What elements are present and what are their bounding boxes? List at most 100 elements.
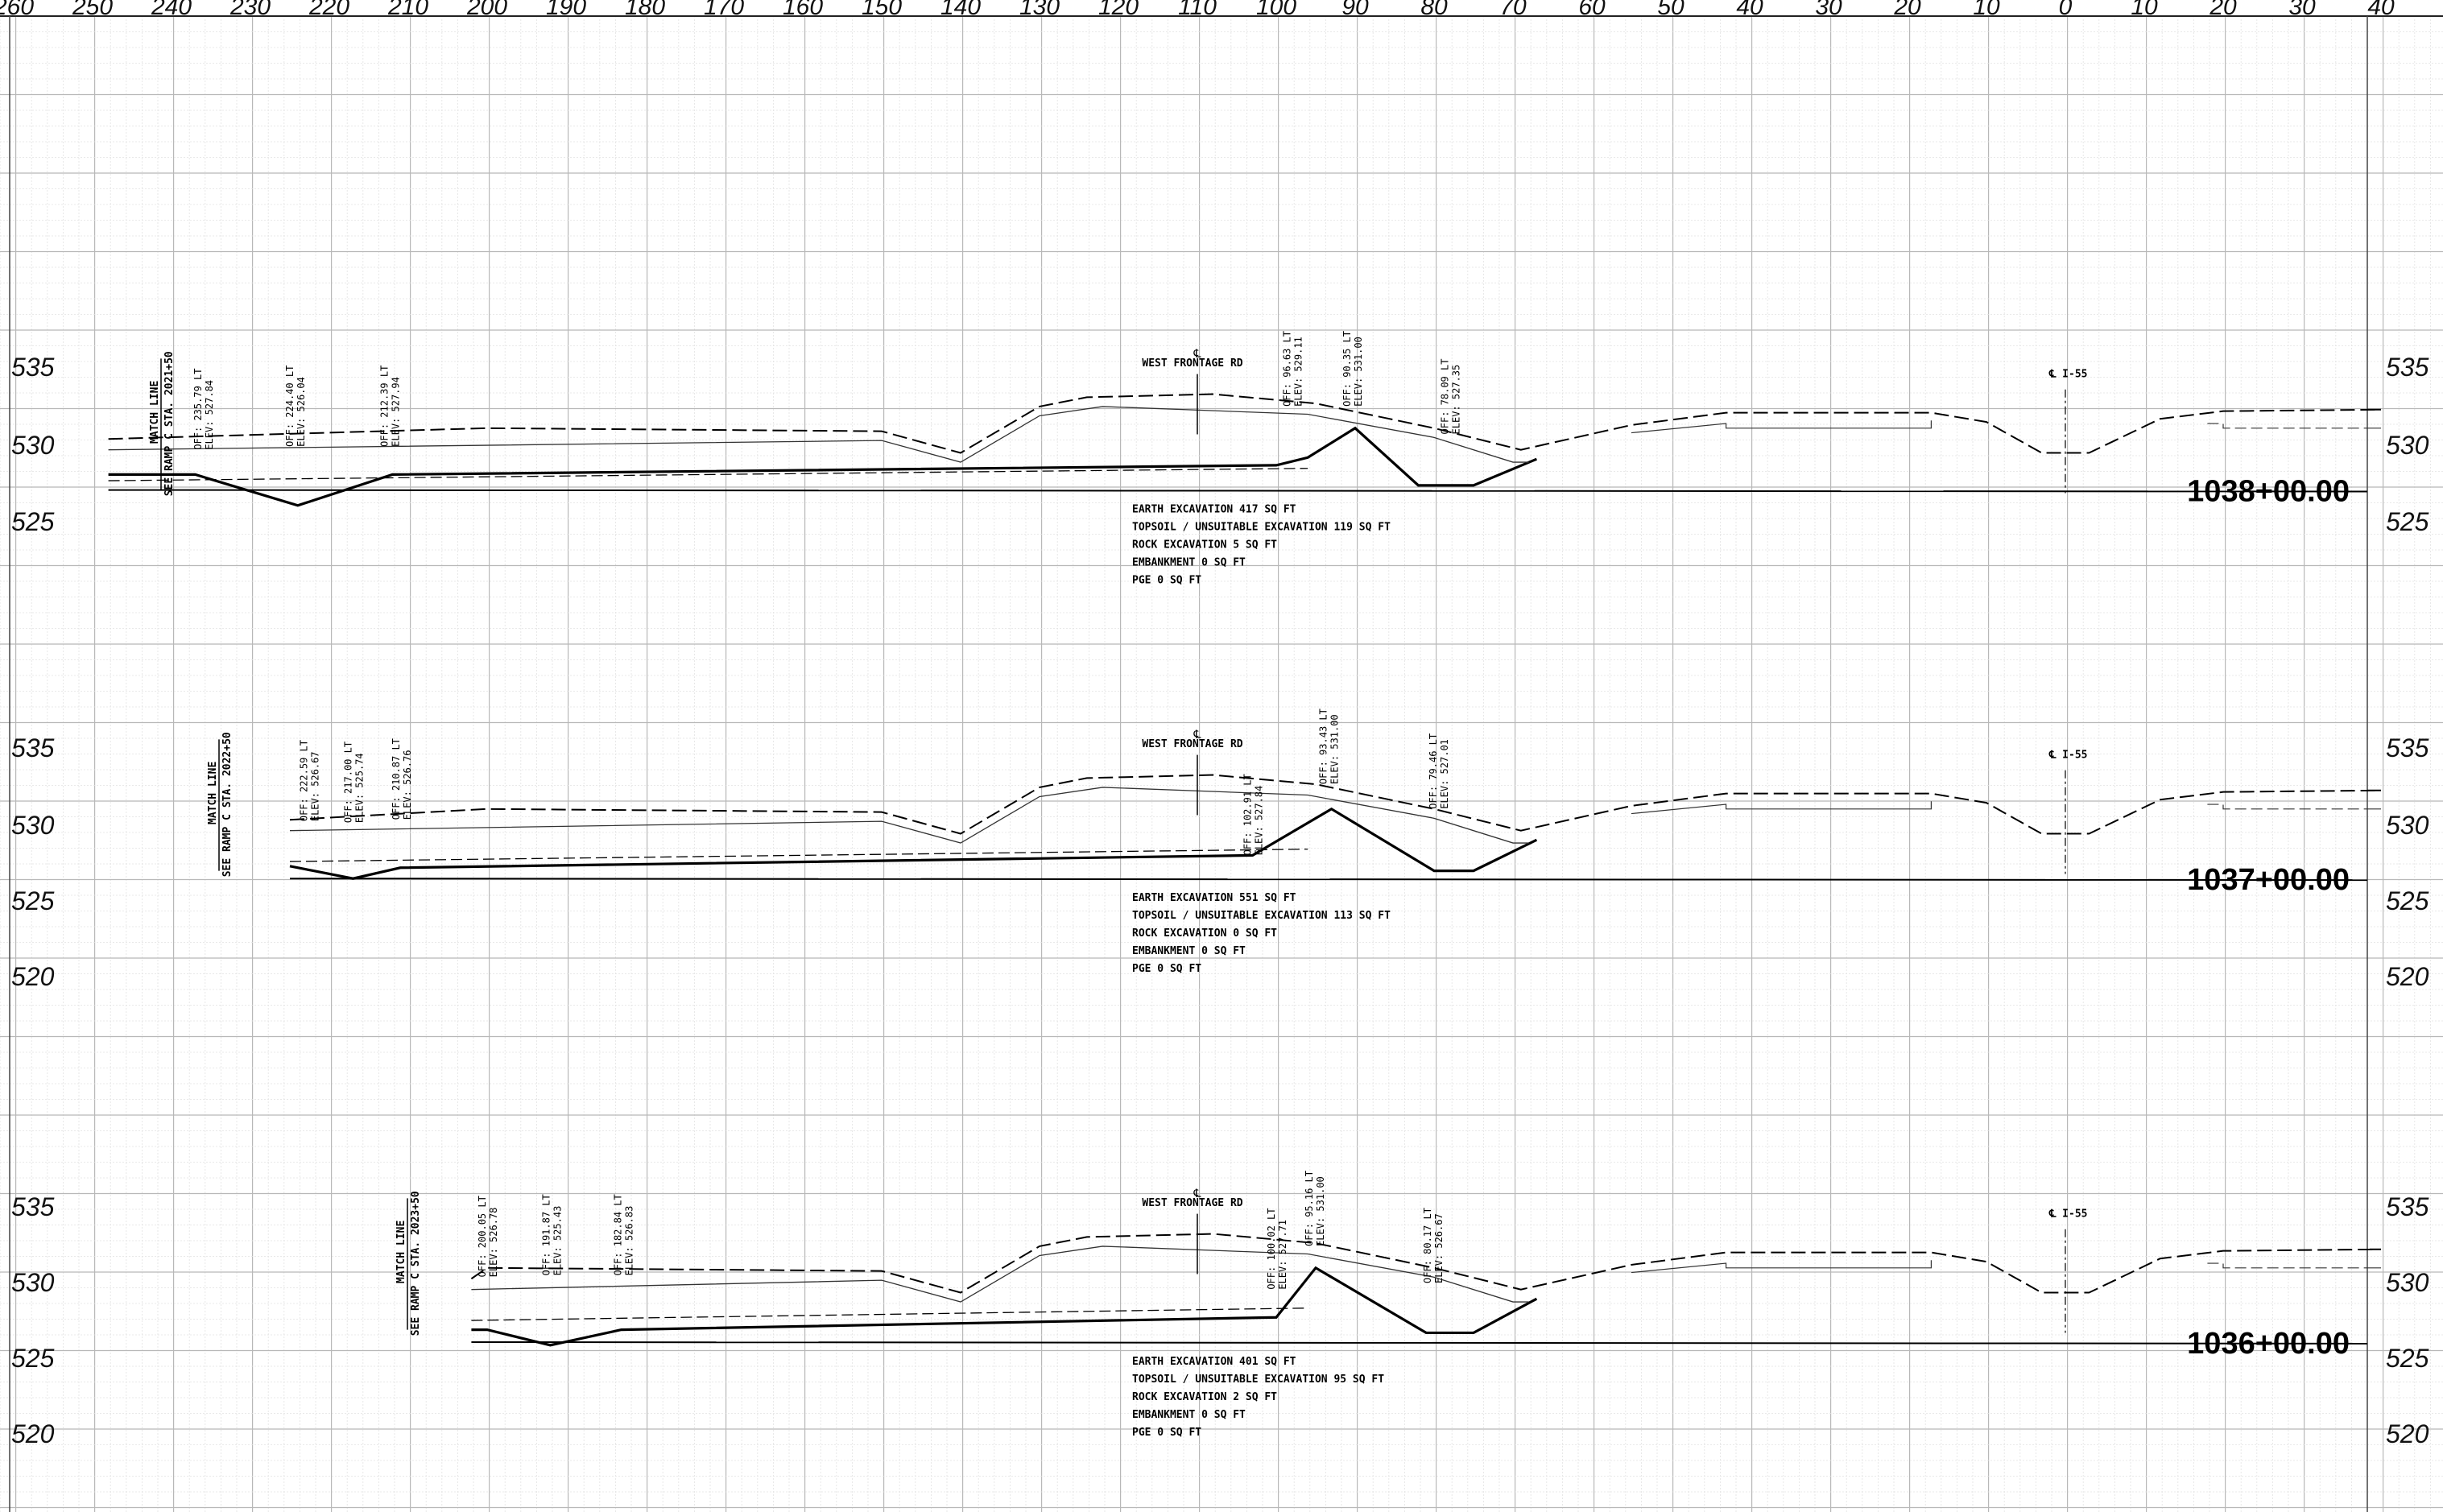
offset-label: 180 (625, 0, 665, 20)
offset-label: 230 (229, 0, 271, 20)
offset-callout: OFF: 79.46 LT (1428, 733, 1439, 809)
elevation-callout: ELEV: 527.94 (390, 377, 401, 447)
elevation-callout: ELEV: 527.71 (1277, 1220, 1288, 1290)
elevation-callout: ELEV: 527.84 (1254, 786, 1265, 856)
offset-label: 120 (1098, 0, 1139, 20)
offset-callout: OFF: 102.91 LT (1242, 774, 1254, 855)
offset-label: 0 (2059, 0, 2073, 20)
quantity-line: TOPSOIL / UNSUITABLE EXCAVATION 95 SQ FT (1132, 1374, 1384, 1386)
shoulder-line (1631, 1260, 1932, 1274)
elevation-label-right: 530 (2386, 811, 2429, 840)
offset-callout: OFF: 95.16 LT (1304, 1171, 1315, 1246)
quantity-line: PGE 0 SQ FT (1132, 1427, 1201, 1439)
shoulder-line-right (2207, 423, 2381, 429)
offset-callout: OFF: 80.17 LT (1422, 1208, 1433, 1283)
offset-label: 90 (1341, 0, 1369, 20)
station-label: 1037+00.00 (2187, 863, 2350, 897)
offset-callout: OFF: 217.00 LT (342, 742, 353, 823)
elevation-callout: ELEV: 531.00 (1315, 1176, 1326, 1246)
quantity-line: TOPSOIL / UNSUITABLE EXCAVATION 113 SQ F… (1132, 910, 1391, 922)
quantity-line: EARTH EXCAVATION 551 SQ FT (1132, 892, 1296, 904)
elevation-label-left: 525 (11, 1344, 55, 1373)
offset-label: 40 (1736, 0, 1763, 20)
match-line-ref: SEE RAMP C STA. 2021+50 (163, 351, 176, 496)
offset-label: 170 (704, 0, 744, 20)
elevation-label-right: 525 (2386, 1344, 2429, 1373)
elevation-label-left: 520 (11, 1419, 55, 1448)
offset-label: 50 (1657, 0, 1684, 20)
elevation-label-left: 530 (11, 431, 55, 460)
quantity-line: EMBANKMENT 0 SQ FT (1132, 1409, 1246, 1421)
offset-callout: OFF: 224.40 LT (284, 366, 296, 447)
elevation-callout: ELEV: 529.11 (1293, 337, 1304, 407)
quantity-line: ROCK EXCAVATION 0 SQ FT (1132, 927, 1277, 940)
quantity-line: EMBANKMENT 0 SQ FT (1132, 557, 1246, 569)
background-grid (0, 15, 2443, 1512)
offset-callout: OFF: 200.05 LT (477, 1196, 488, 1277)
elevation-callout: ELEV: 526.76 (402, 750, 413, 820)
existing-ground-line (289, 807, 1538, 880)
quantity-line: EMBANKMENT 0 SQ FT (1132, 945, 1246, 957)
elevation-label-left: 520 (11, 962, 55, 991)
quantity-line: ROCK EXCAVATION 5 SQ FT (1132, 539, 1277, 552)
offset-label: 140 (940, 0, 981, 20)
offset-callout: OFF: 93.43 LT (1318, 708, 1329, 784)
road-label: WEST FRONTAGE RD (1142, 357, 1242, 370)
proposed-grade-line (108, 393, 2382, 454)
elevation-callout: ELEV: 526.67 (1433, 1213, 1445, 1283)
offset-label: 210 (387, 0, 428, 20)
offset-label: 100 (1256, 0, 1296, 20)
road-label: WEST FRONTAGE RD (1142, 738, 1242, 750)
elevation-label-left: 525 (11, 507, 55, 536)
offset-label: 10 (2131, 0, 2158, 20)
shoulder-line (1631, 801, 1932, 815)
elevation-label-left: 535 (11, 1192, 55, 1221)
elevation-label-right: 520 (2386, 962, 2429, 991)
subgrade-line (108, 406, 1529, 463)
offset-callout: OFF: 182.84 LT (613, 1194, 624, 1275)
match-line-label: MATCH LINE (395, 1221, 407, 1283)
interstate-centerline-label: ℄ I-55 (2048, 368, 2087, 380)
offset-label: 250 (72, 0, 113, 20)
shoulder-line-right (2207, 804, 2381, 810)
quantity-line: PGE 0 SQ FT (1132, 963, 1201, 975)
offset-label: 70 (1499, 0, 1527, 20)
offset-label: 20 (2209, 0, 2237, 20)
elevation-label-right: 535 (2386, 1192, 2429, 1221)
offset-callout: OFF: 222.59 LT (299, 740, 310, 821)
station-label: 1036+00.00 (2187, 1327, 2350, 1361)
subgrade-line (471, 1246, 1529, 1303)
offset-label: 190 (546, 0, 586, 20)
proposed-grade-line (289, 774, 2382, 835)
offset-label: 80 (1420, 0, 1448, 20)
elevation-label-right: 530 (2386, 431, 2429, 460)
lower-limit-line (289, 849, 1308, 862)
datum-line (108, 489, 2368, 493)
quantity-line: EARTH EXCAVATION 417 SQ FT (1132, 504, 1296, 516)
elevation-label-left: 525 (11, 886, 55, 915)
match-line-label: MATCH LINE (149, 381, 161, 444)
datum-line (471, 1341, 2368, 1345)
offset-label: 30 (2288, 0, 2316, 20)
elevation-callout: ELEV: 526.67 (310, 751, 321, 821)
offset-label: 240 (151, 0, 192, 20)
quantity-line: EARTH EXCAVATION 401 SQ FT (1132, 1356, 1296, 1368)
elevation-callout: ELEV: 525.43 (552, 1206, 563, 1276)
offset-label: 20 (1893, 0, 1921, 20)
elevation-callout: ELEV: 527.01 (1439, 739, 1450, 809)
elevation-callout: ELEV: 527.35 (1451, 365, 1462, 435)
offset-label: 130 (1019, 0, 1060, 20)
elevation-label-right: 535 (2386, 353, 2429, 382)
offset-callout: OFF: 78.09 LT (1440, 359, 1451, 435)
offset-label: 200 (466, 0, 507, 20)
elevation-callout: ELEV: 525.74 (353, 753, 365, 823)
elevation-callout: ELEV: 527.84 (204, 380, 215, 450)
elevation-label-right: 525 (2386, 886, 2429, 915)
match-line-ref: SEE RAMP C STA. 2022+50 (221, 732, 234, 877)
offset-label: 110 (1178, 0, 1217, 20)
offset-label: 40 (2367, 0, 2395, 20)
